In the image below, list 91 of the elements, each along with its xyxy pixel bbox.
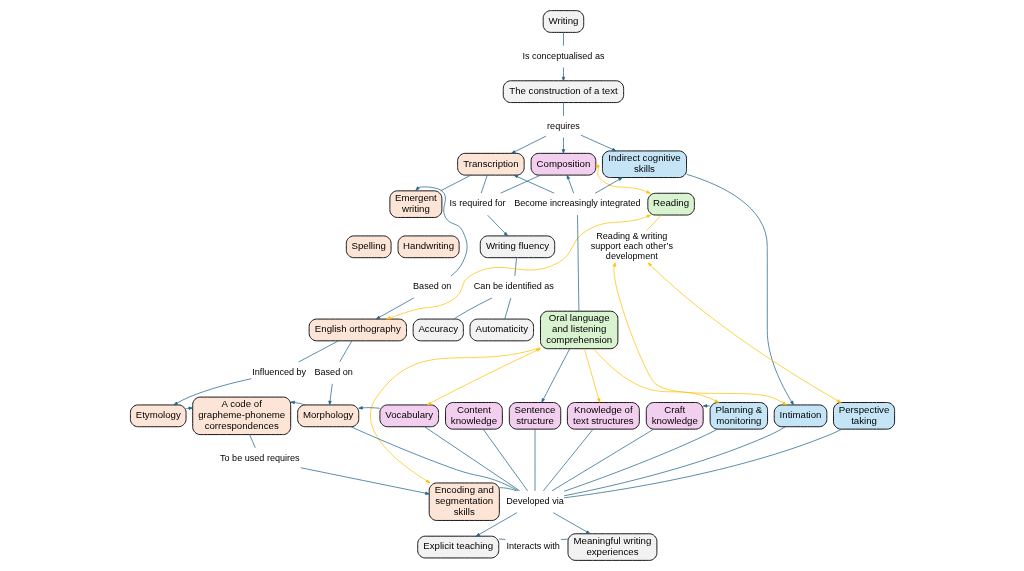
arrow — [595, 163, 651, 194]
node-text: To be used requires — [219, 452, 300, 463]
connector — [563, 428, 842, 499]
arrow — [566, 174, 574, 194]
node-text: Developed via — [505, 495, 564, 506]
node-box: Explicit teaching — [416, 535, 499, 559]
connector — [562, 32, 564, 47]
arrow — [357, 406, 380, 410]
node-box: Emergent writing — [388, 190, 442, 218]
node-box: Oral language and listening comprehension — [539, 310, 618, 350]
arrow — [385, 214, 651, 320]
connector — [645, 214, 662, 232]
node-box: Perspective taking — [832, 402, 895, 430]
arrow — [486, 214, 508, 237]
connector — [480, 174, 488, 194]
arrow — [299, 467, 429, 495]
connector — [453, 297, 492, 320]
node-text: Become increasingly integrated — [513, 198, 641, 209]
node-box: Indirect cognitive skills — [601, 150, 687, 178]
node-text: Can be identified as — [473, 281, 554, 292]
connector — [248, 434, 256, 449]
node-box: Vocabulary — [378, 404, 439, 428]
node-box: Knowledge of text structures — [566, 402, 640, 430]
node-box: Etymology — [129, 404, 186, 428]
arrow — [592, 348, 719, 403]
node-box: Handwriting — [397, 235, 460, 259]
connector — [542, 428, 593, 492]
connector — [562, 102, 564, 117]
connector — [563, 428, 718, 492]
node-box: A code of grapheme-phoneme correspondences — [191, 396, 291, 436]
arrow — [583, 348, 600, 403]
arrow — [513, 174, 554, 194]
node-box: Sentence structure — [508, 402, 561, 430]
node-box: The construction of a text — [502, 80, 624, 103]
arrow — [375, 297, 414, 320]
arrow — [552, 512, 590, 535]
node-box: Composition — [530, 152, 596, 176]
connector — [563, 426, 786, 497]
arrow — [647, 262, 841, 403]
node-box: Meaningful writing experiences — [567, 533, 657, 561]
node-box: Accuracy — [412, 318, 464, 342]
arrow — [540, 348, 570, 403]
arrow — [594, 177, 623, 194]
arrow — [475, 512, 517, 537]
node-text: Is required for — [449, 198, 506, 209]
connector — [297, 340, 339, 363]
connector — [513, 257, 517, 277]
node-box: Writing fluency — [479, 235, 555, 259]
connector — [534, 428, 535, 492]
connector — [482, 428, 528, 492]
connector — [423, 426, 520, 492]
node-box: Intimation — [773, 404, 827, 428]
arrow — [172, 378, 252, 406]
arrow — [510, 135, 546, 154]
connector — [499, 174, 541, 194]
arrow — [290, 400, 306, 406]
node-box: Encoding and segmentation skills — [428, 482, 500, 521]
connector — [349, 426, 518, 492]
node-box: Content knowledge — [444, 402, 503, 430]
arrow — [369, 347, 541, 484]
connector — [576, 214, 579, 312]
node-text: Reading & writing support each other’s development — [590, 230, 673, 262]
arrow — [702, 404, 710, 408]
node-text: Influenced by — [251, 367, 306, 378]
arrow — [426, 348, 541, 406]
node-box: Writing — [542, 10, 584, 33]
arrow — [415, 186, 467, 277]
node-box: Planning & monitoring — [709, 402, 768, 430]
arrow — [185, 406, 193, 410]
node-text: requires — [546, 120, 580, 131]
node-text: Interacts with — [506, 541, 560, 552]
connector — [498, 538, 506, 540]
connector — [338, 340, 352, 363]
arrow — [561, 67, 565, 82]
arrow — [685, 173, 794, 406]
arrow — [612, 262, 787, 406]
connector — [498, 487, 517, 492]
node-text: Is conceptualised as — [521, 50, 605, 61]
node-text: Based on — [313, 367, 353, 378]
node-box: Automaticity — [469, 318, 534, 342]
connector — [503, 297, 511, 320]
connector — [560, 538, 568, 540]
connector — [551, 428, 654, 492]
node-text: Based on — [412, 281, 451, 292]
node-box: Craft knowledge — [645, 402, 704, 430]
arrow — [579, 134, 616, 152]
node-box: Morphology — [296, 404, 359, 428]
connector — [439, 174, 471, 192]
arrow — [327, 383, 333, 406]
arrow — [561, 137, 565, 154]
node-box: Spelling — [345, 235, 392, 259]
